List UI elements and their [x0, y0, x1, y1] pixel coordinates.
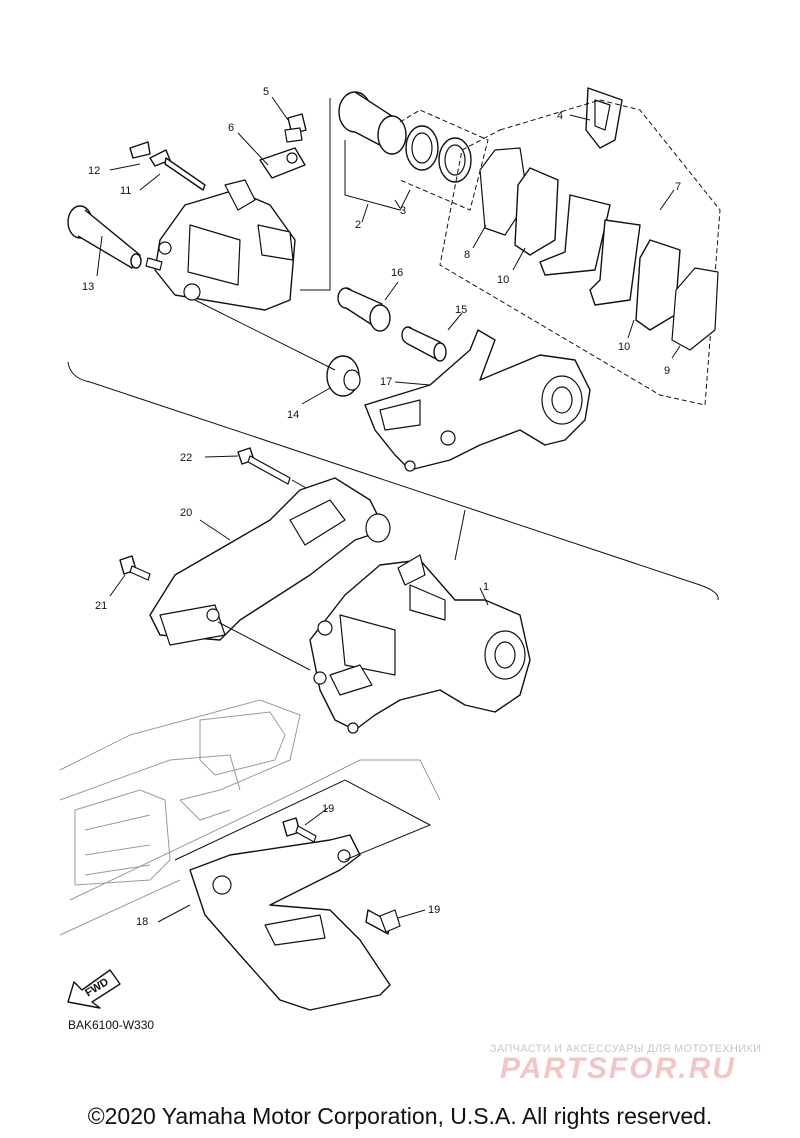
- bolt-22: [237, 447, 291, 485]
- bleed-screw: [149, 149, 206, 191]
- diagram-code: BAK6100-W330: [68, 1018, 155, 1032]
- callout-20: 20: [180, 507, 192, 519]
- pin-boot: [326, 355, 361, 397]
- callout-1: 1: [483, 581, 489, 593]
- callout-6: 6: [228, 122, 234, 134]
- caliper-body-upper: [145, 179, 296, 311]
- callout-8: 8: [464, 249, 470, 261]
- leader-lines: [96, 96, 681, 923]
- banjo-fitting: [259, 147, 306, 179]
- bolt-21: [119, 555, 151, 581]
- disc-guard: [189, 834, 391, 1011]
- bolt-19a: [282, 817, 317, 843]
- callout-10a: 10: [497, 274, 509, 286]
- callout-16: 16: [391, 267, 403, 279]
- sleeve: [337, 287, 391, 332]
- callout-5: 5: [263, 86, 269, 98]
- bleed-cap: [129, 141, 151, 159]
- caliper-assembly: [309, 554, 531, 734]
- brake-pad-right: [635, 239, 681, 331]
- callout-18: 18: [136, 916, 148, 928]
- swingarm-ghost: [59, 699, 441, 936]
- callout-22: 22: [180, 452, 192, 464]
- caliper-bracket-pin: [401, 326, 447, 362]
- bolt-19b: [365, 909, 401, 935]
- brake-pad-left: [514, 167, 559, 256]
- pad-plate-left: [539, 194, 611, 276]
- callout-12: 12: [88, 165, 100, 177]
- callout-19b: 19: [428, 904, 440, 916]
- piston: [338, 91, 407, 155]
- callout-14: 14: [287, 409, 299, 421]
- fwd-arrow-icon: FWD: [67, 969, 121, 1009]
- pad-plate-right: [589, 219, 641, 306]
- caliper-bracket: [364, 329, 591, 472]
- callout-11: 11: [120, 185, 131, 197]
- copyright-notice: ©2020 Yamaha Motor Corporation, U.S.A. A…: [87, 1103, 713, 1129]
- disc-guard-bracket: [149, 477, 391, 646]
- group-boundary: [67, 361, 719, 601]
- callout-9: 9: [664, 365, 670, 377]
- callout-4: 4: [557, 110, 563, 122]
- callout-19a: 19: [322, 803, 334, 815]
- callout-15: 15: [455, 304, 467, 316]
- callout-labels: 1 2 3 4 5 6 7 8 9 10 10 11 12 13 14 15 1…: [82, 86, 681, 928]
- pad-shim-right: [671, 267, 719, 351]
- callout-10b: 10: [618, 341, 630, 353]
- callout-13: 13: [82, 281, 94, 293]
- callout-3: 3: [400, 205, 406, 217]
- pad-clip: [585, 87, 623, 149]
- bleed-valve: [284, 113, 307, 143]
- callout-21: 21: [95, 600, 107, 612]
- caliper-pin: [67, 205, 142, 269]
- watermark-brand: PARTSFOR.RU: [500, 1052, 736, 1085]
- watermark-tagline: ЗАПЧАСТИ И АКСЕССУАРЫ ДЛЯ МОТОТЕХНИКИ: [490, 1043, 762, 1055]
- callout-17: 17: [380, 376, 392, 388]
- callout-7: 7: [675, 181, 681, 193]
- callout-2: 2: [355, 219, 361, 231]
